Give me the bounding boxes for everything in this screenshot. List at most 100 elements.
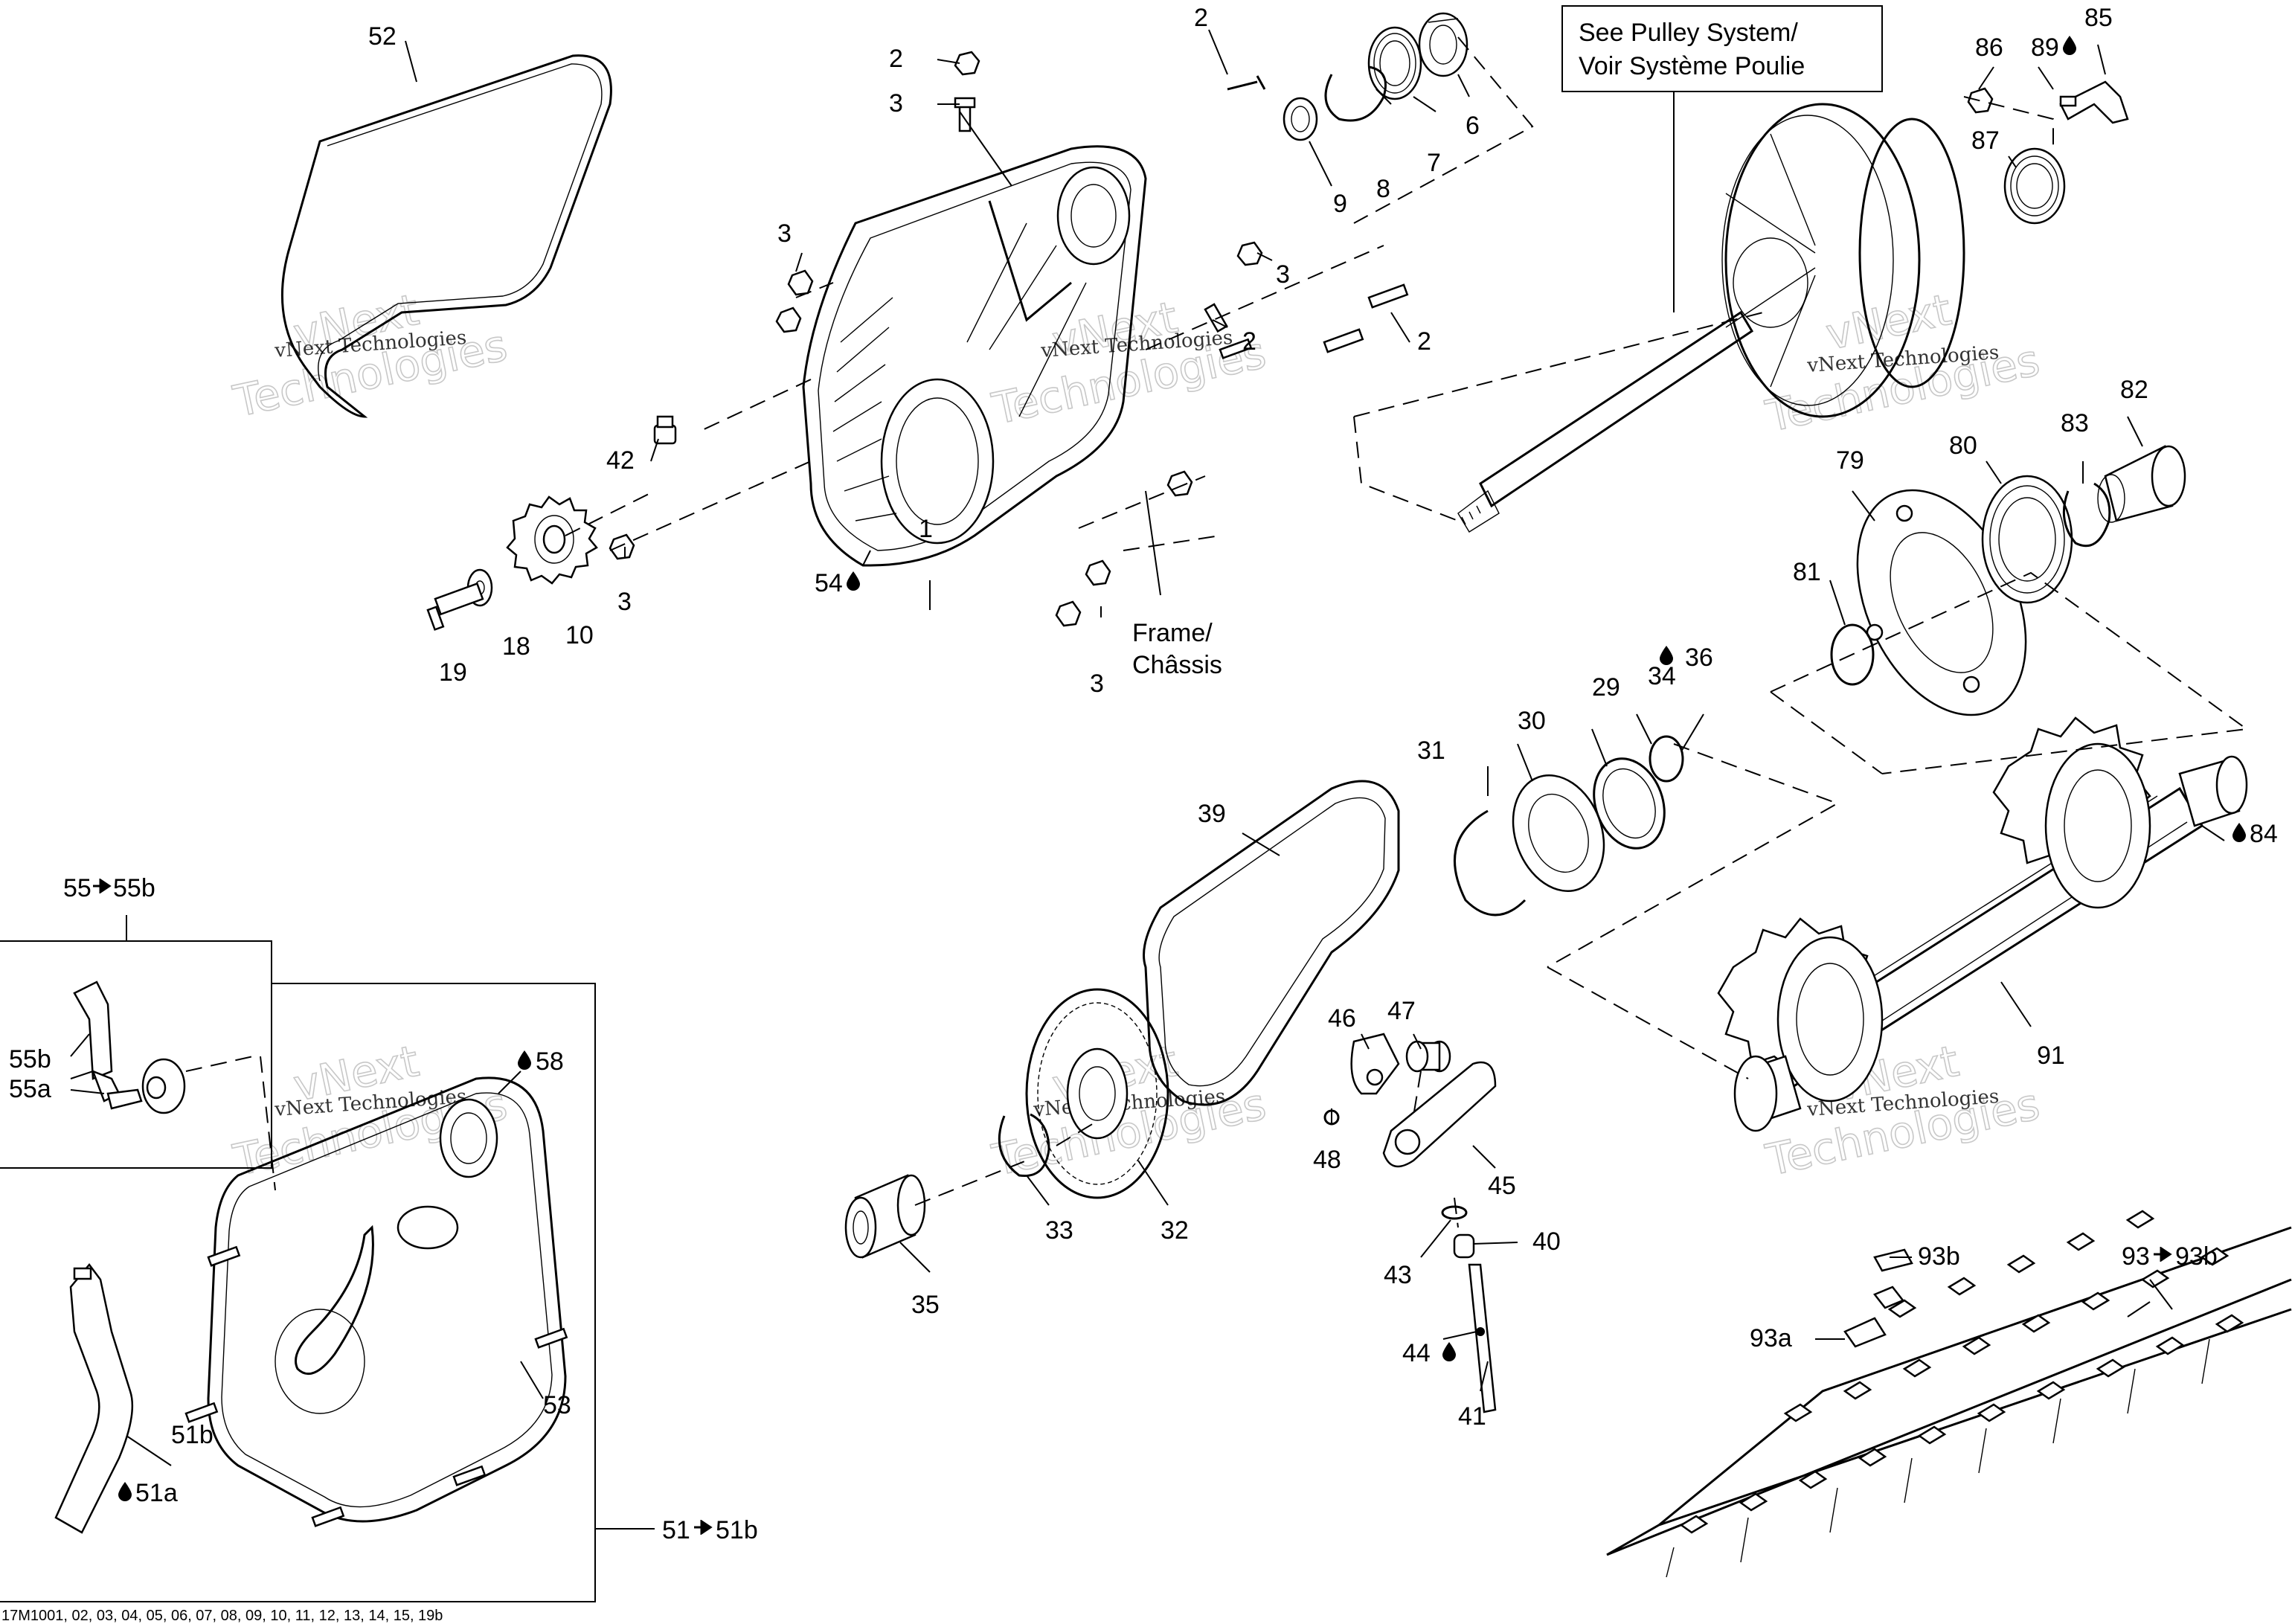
label-2: 2: [1417, 327, 1431, 356]
callout-frame-line2: Châssis: [1132, 651, 1222, 679]
label-54: 54: [815, 569, 843, 597]
label-85: 85: [2084, 4, 2113, 32]
label-39: 39: [1198, 800, 1226, 828]
label-18: 18: [502, 632, 530, 661]
label-84: 84: [2250, 820, 2278, 848]
label-9: 9: [1333, 190, 1347, 218]
label-58: 58: [536, 1047, 564, 1076]
label-3: 3: [1276, 260, 1290, 289]
part-spacer-9: [1283, 97, 1318, 141]
part-drive-axle-91: [1717, 716, 2248, 1132]
part-fitting-42: [653, 415, 677, 445]
label-55a: 55a: [9, 1075, 51, 1103]
label-51b-range-end: 51b: [716, 1516, 758, 1544]
label-3: 3: [1090, 670, 1104, 698]
label-93a: 93a: [1750, 1324, 1792, 1352]
label-51a: 51a: [135, 1479, 178, 1507]
label-87: 87: [1971, 126, 2000, 155]
callout-pulley-line2: Voir Système Poulie: [1579, 52, 1805, 80]
part-chain-39: [1143, 780, 1400, 1106]
chaincase-bearing-bore: [880, 378, 995, 545]
label-19: 19: [439, 658, 467, 687]
label-93-range: 93: [2122, 1242, 2150, 1271]
oil-drop-icon: [2063, 36, 2076, 55]
label-31: 31: [1417, 736, 1445, 765]
label-83: 83: [2061, 409, 2089, 437]
part-arm-45: [1382, 1061, 1497, 1168]
part-screw-53: [184, 1245, 568, 1527]
arrow-right-icon: [92, 879, 111, 893]
part-oring-34: [1649, 735, 1684, 783]
label-86: 86: [1975, 33, 2003, 62]
label-1: 1: [919, 515, 933, 543]
label-29: 29: [1592, 673, 1620, 702]
part-cover-58: [207, 1076, 567, 1523]
label-46: 46: [1328, 1004, 1356, 1033]
part-sleeve-82: [2097, 445, 2186, 523]
part-nut-3-top: [954, 51, 980, 76]
label-2: 2: [1194, 4, 1208, 32]
oil-drop-icon: [118, 1482, 132, 1501]
label-32: 32: [1161, 1216, 1189, 1245]
label-93b-range-end: 93b: [2175, 1242, 2218, 1271]
callout-box-pulley: [1561, 5, 1883, 312]
footer-reference-code: 17M1001, 02, 03, 04, 05, 06, 07, 08, 09,…: [1, 1608, 443, 1624]
part-nut-3-right: [1204, 241, 1263, 333]
label-55b-range-end: 55b: [113, 874, 155, 902]
label-41: 41: [1458, 1402, 1486, 1431]
part-circlip-31: [1454, 809, 1527, 917]
part-gasket-52: [280, 54, 612, 418]
label-2: 2: [1242, 327, 1256, 356]
label-3: 3: [617, 588, 632, 616]
label-79: 79: [1836, 446, 1864, 475]
label-55b: 55b: [9, 1045, 51, 1073]
label-81: 81: [1793, 558, 1821, 586]
label-89: 89: [2031, 33, 2059, 62]
part-labels: 1 2 2 2 2 3 3 3 3 3 6 7 8 9 10 18 19 29 …: [1, 4, 2278, 1624]
label-3: 3: [777, 219, 792, 248]
part-fitting-55a: [91, 1069, 143, 1110]
arrow-right-icon: [2153, 1247, 2171, 1262]
part-cap-55: [141, 1058, 186, 1114]
label-45: 45: [1488, 1172, 1516, 1200]
inset-frame-55: [0, 915, 272, 1169]
oil-drop-icon: [1660, 646, 1673, 665]
label-80: 80: [1949, 431, 1977, 460]
inset-frame-51: [0, 983, 655, 1602]
part-bearing-87: [2003, 147, 2066, 225]
label-48: 48: [1313, 1146, 1341, 1174]
part-circlip-83: [2062, 482, 2111, 548]
part-driven-shaft: [1457, 310, 1754, 533]
part-nut-3-bottom: [609, 470, 1193, 627]
label-42: 42: [606, 446, 635, 475]
oil-drop-icon: [847, 571, 860, 591]
label-34: 34: [1648, 662, 1676, 690]
label-8: 8: [1376, 175, 1390, 203]
label-51b: 51b: [171, 1421, 214, 1449]
part-bolt-2-right: [1219, 283, 1409, 359]
leader-lines: [70, 29, 2225, 1466]
part-bushing-47: [1405, 1040, 1451, 1073]
label-93b: 93b: [1918, 1242, 1960, 1271]
label-82: 82: [2120, 376, 2148, 404]
part-nut-3-left: [775, 269, 814, 333]
part-bracket-85: [2059, 80, 2129, 124]
part-bearing-30: [1512, 774, 1605, 892]
part-circlip-33: [998, 1113, 1050, 1178]
oil-drop-icon: [1442, 1342, 1456, 1361]
label-35: 35: [911, 1291, 940, 1319]
label-91: 91: [2037, 1042, 2065, 1070]
part-nut-86: [1967, 87, 1994, 114]
oil-drop-icon: [2232, 823, 2246, 842]
label-44: 44: [1402, 1339, 1431, 1367]
callout-pulley-line1: See Pulley System/: [1579, 19, 1798, 47]
part-sprocket-10: [506, 495, 598, 585]
part-spring-43: [1441, 1205, 1468, 1220]
label-47: 47: [1387, 997, 1416, 1025]
assembly-lines: [185, 36, 2249, 1228]
label-6: 6: [1466, 112, 1480, 140]
oil-drop-icon: [518, 1050, 531, 1070]
part-seal-6: [1418, 12, 1468, 77]
label-7: 7: [1427, 149, 1441, 177]
part-bushing-40: [1453, 1233, 1475, 1259]
